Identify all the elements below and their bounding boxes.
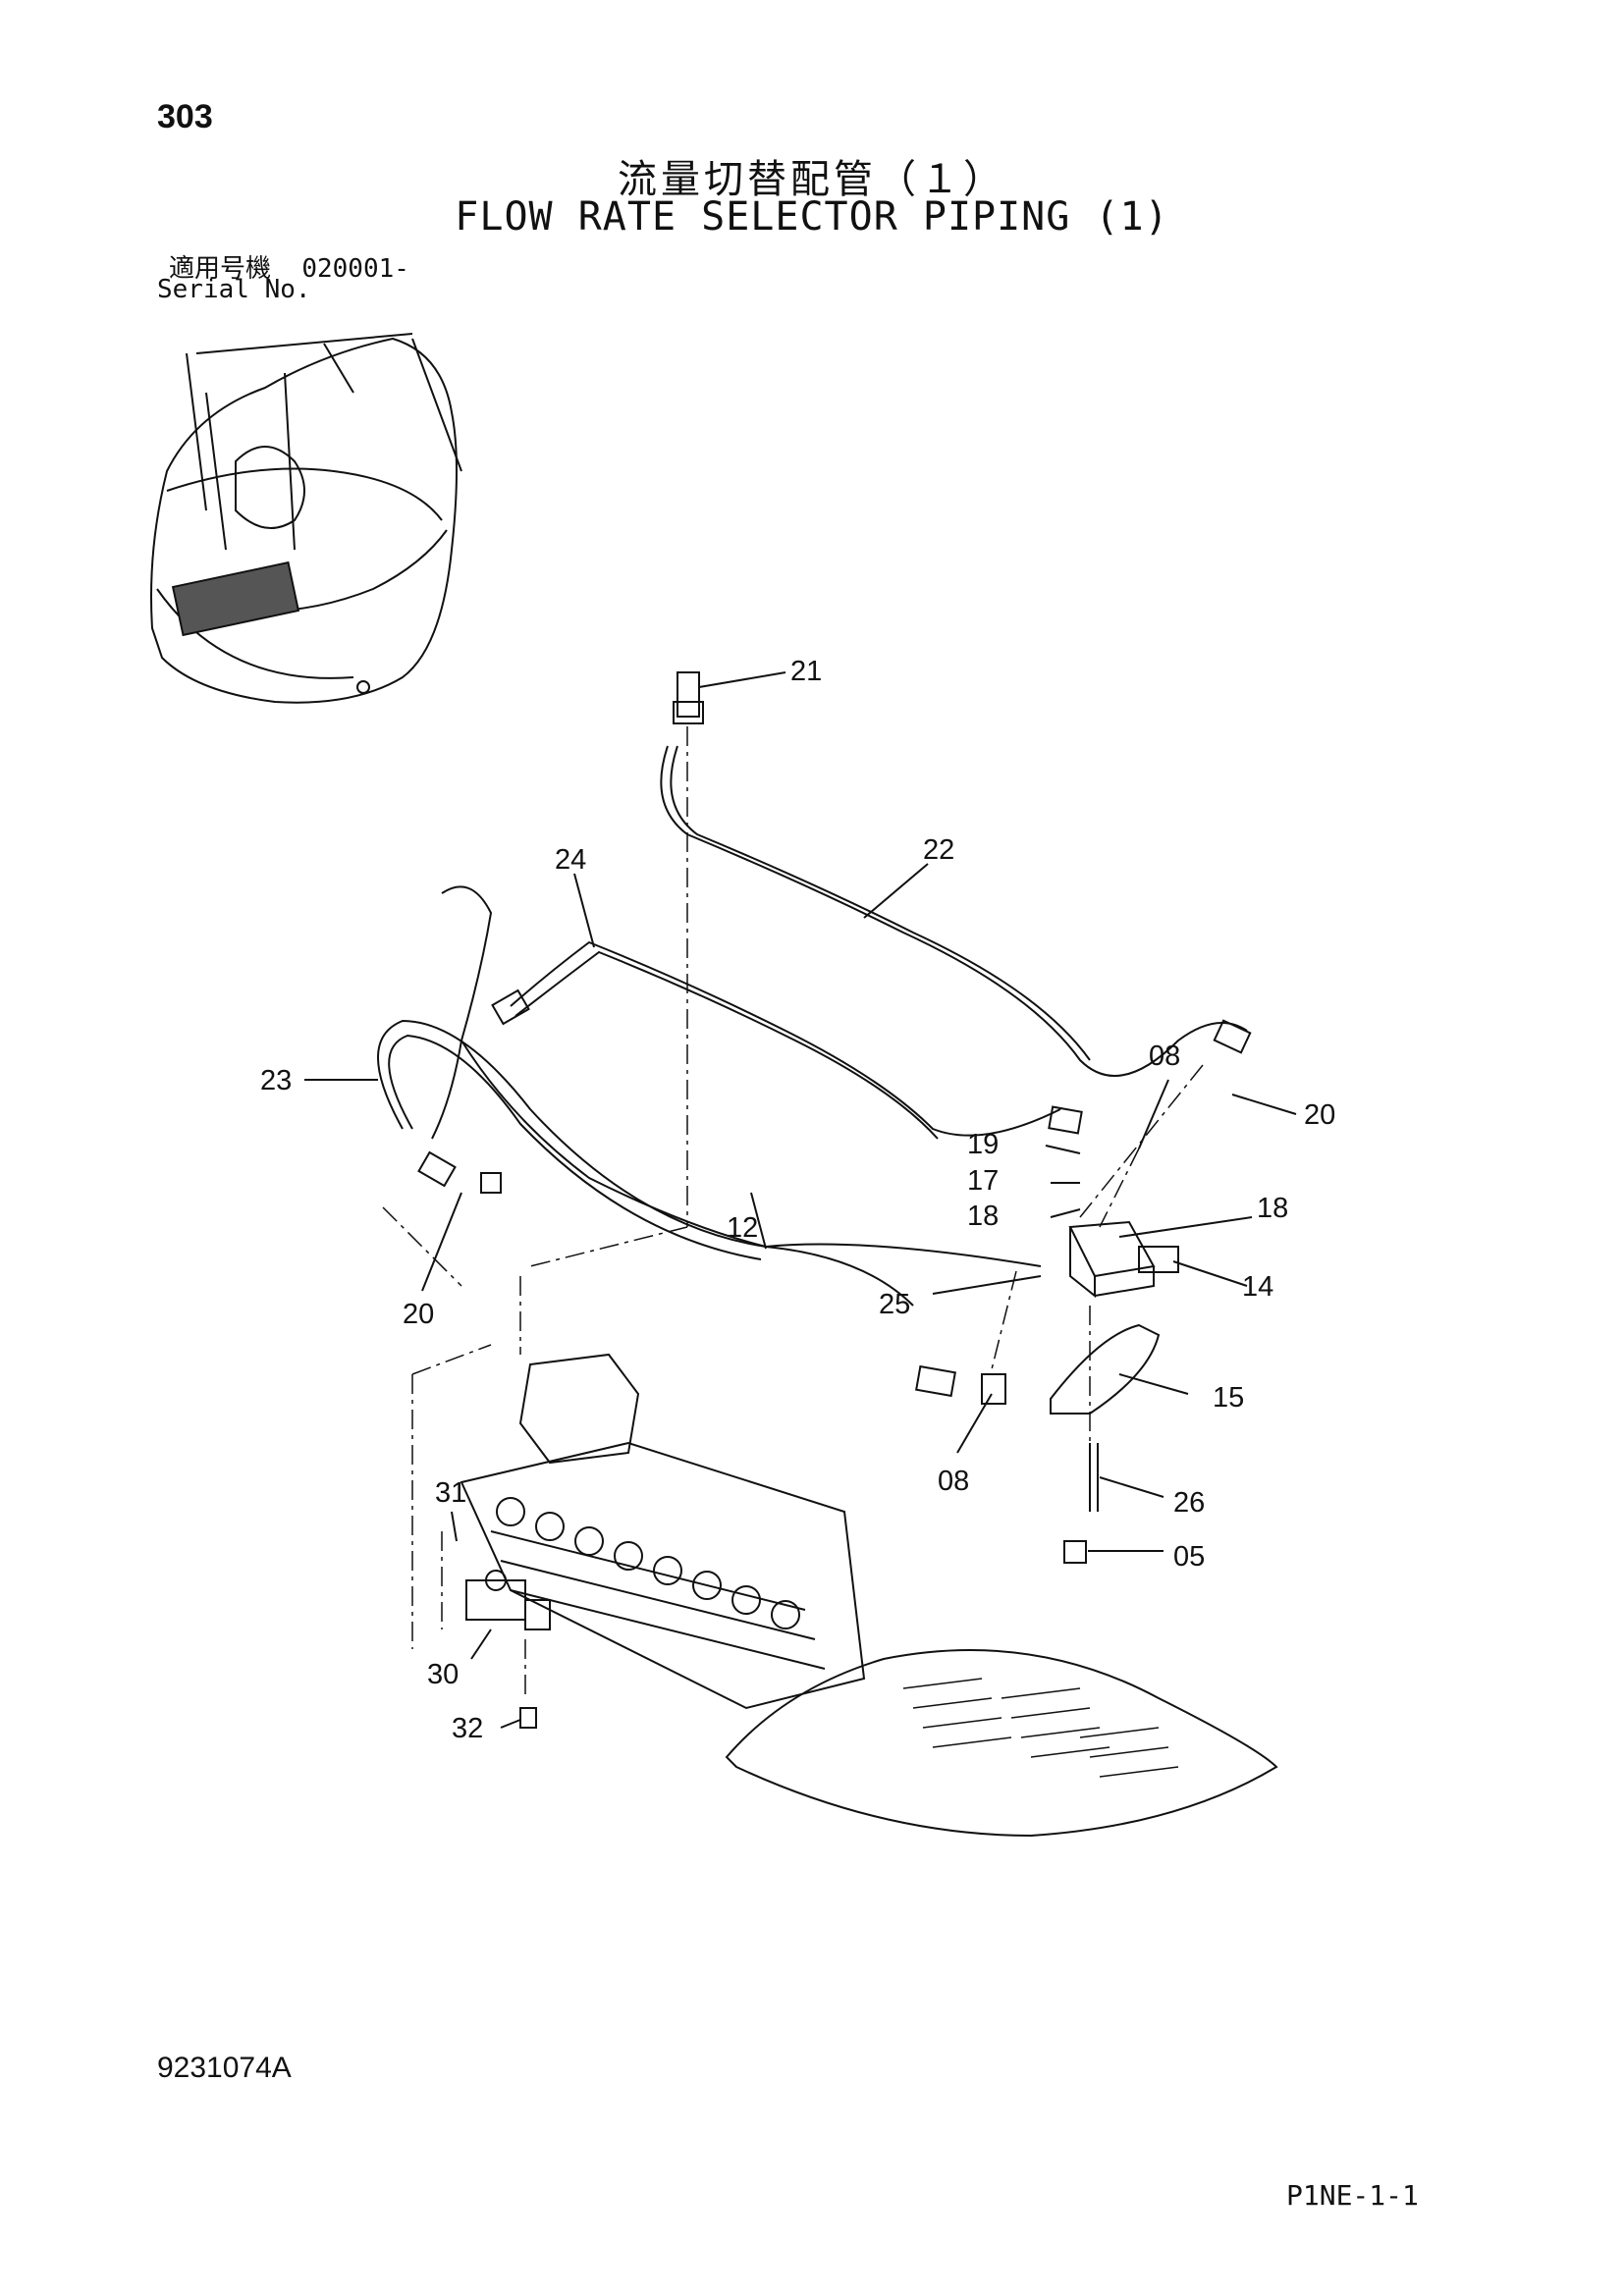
callout-20-left: 20 [403,1299,434,1330]
serial-label-english: Serial No. [157,275,311,304]
callout-15: 15 [1213,1382,1244,1414]
page-number: 303 [157,98,213,135]
page-code: P1NE-1-1 [1286,2179,1419,2212]
callout-20-right: 20 [1304,1099,1335,1131]
callout-22: 22 [923,834,954,866]
callout-08-bottom: 08 [938,1466,969,1497]
callout-32: 32 [452,1713,483,1744]
callout-30: 30 [427,1659,459,1690]
callout-21: 21 [790,656,822,687]
callout-17: 17 [967,1165,999,1197]
serial-number-line: 適用号機 020001- [169,248,409,285]
document-code: 9231074A [157,2052,292,2084]
callout-26: 26 [1173,1487,1205,1519]
callout-18-right: 18 [1257,1193,1288,1224]
hydraulic-piping-illustration [377,671,1278,1838]
page-title-english: FLOW RATE SELECTOR PIPING (1) [455,194,1169,240]
callout-19: 19 [967,1129,999,1160]
callout-08-top: 08 [1149,1041,1180,1072]
page-title-japanese: 流量切替配管（１） [618,157,1006,202]
machine-overview-illustration [150,333,462,704]
callout-24: 24 [555,844,586,876]
callout-14: 14 [1242,1271,1273,1303]
callout-18-left: 18 [967,1201,999,1232]
callout-31: 31 [435,1477,466,1509]
callout-12: 12 [727,1212,758,1244]
part-callouts: 21 22 24 23 08 20 19 17 18 12 18 14 20 2… [260,656,1335,1744]
callout-05: 05 [1173,1541,1205,1573]
callout-25: 25 [879,1289,910,1320]
serial-label-japanese: 適用号機 [169,254,272,284]
reference-lines [382,726,1204,1698]
serial-number-value: 020001- [301,254,409,284]
callout-leaders [304,671,1297,1729]
callout-23: 23 [260,1065,292,1096]
